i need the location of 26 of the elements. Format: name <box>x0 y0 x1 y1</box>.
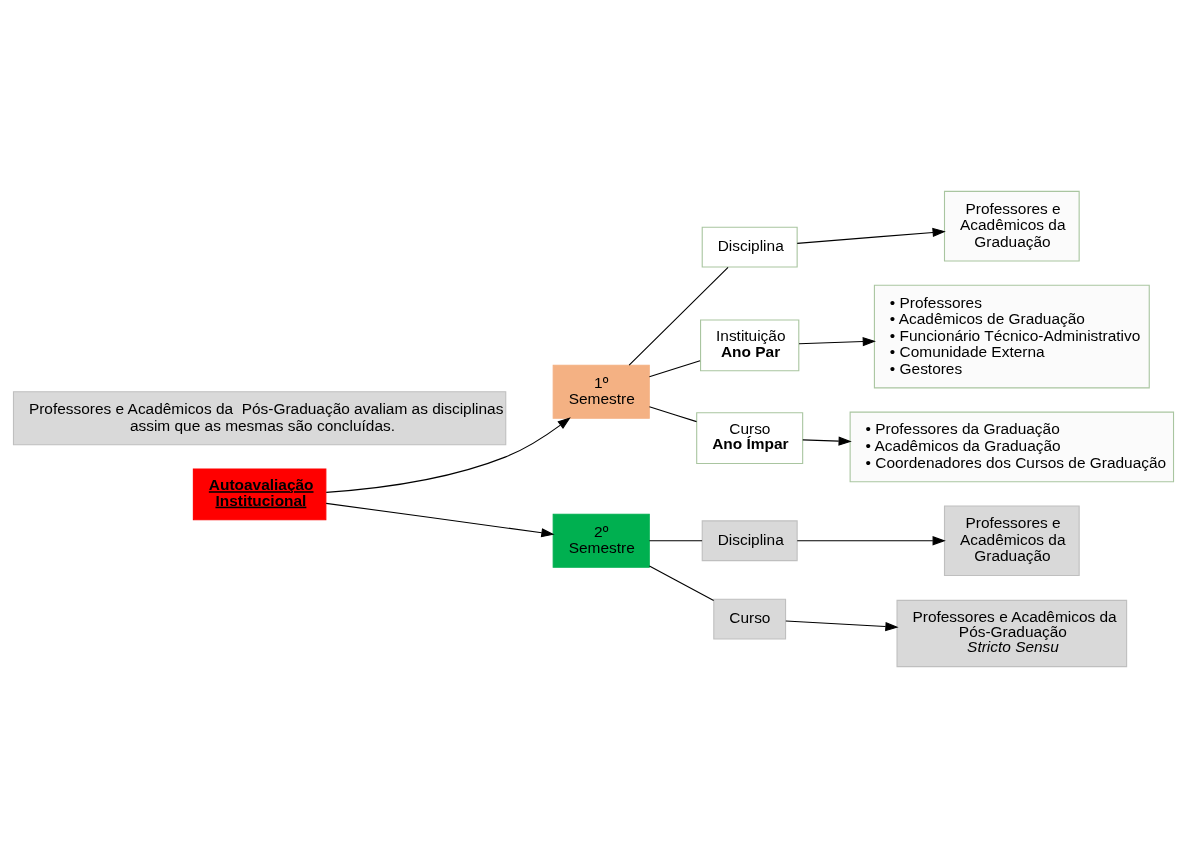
connector <box>648 539 703 541</box>
node-box: 2º Semestre <box>552 513 650 568</box>
node-box: • Professores da Graduação • Acadêmicos da Graduação • Coordenadores dos Cursos de Graduação <box>849 411 1175 482</box>
node-box: Disciplina <box>701 519 798 561</box>
connector <box>648 359 701 377</box>
arrow <box>796 535 946 545</box>
arrow <box>802 435 852 446</box>
node-box: Disciplina <box>701 226 798 268</box>
node-box: Professores e Acadêmicos da Graduação <box>943 504 1080 576</box>
connector <box>648 564 715 601</box>
node-box: Curso <box>713 598 787 640</box>
arrow <box>796 227 946 244</box>
node-box: • Professores • Acadêmicos de Graduação • Funcionário Técnico-Administrativo • Comunidade Externa • Gestores <box>873 284 1150 388</box>
arrow <box>325 416 571 493</box>
node-box: Curso Ano Ímpar <box>696 411 804 464</box>
node-box: Professores e Acadêmicos da Graduação <box>943 190 1080 261</box>
arrow <box>785 620 899 631</box>
node-box: Autoavaliação Institucional <box>192 467 327 520</box>
connector <box>648 405 698 422</box>
connector <box>628 266 729 366</box>
node-box: Instituição Ano Par <box>700 318 800 371</box>
node-box: 1º Semestre <box>552 364 650 419</box>
arrow <box>325 502 555 537</box>
node-box: Professores e Acadêmicos da Pós-Graduação Stricto Sensu <box>896 599 1128 667</box>
node-box: Professores e Acadêmicos da Pós-Graduação avaliam as disciplinas assim que as mesmas são concluídas. <box>12 390 507 445</box>
arrow <box>798 336 876 346</box>
